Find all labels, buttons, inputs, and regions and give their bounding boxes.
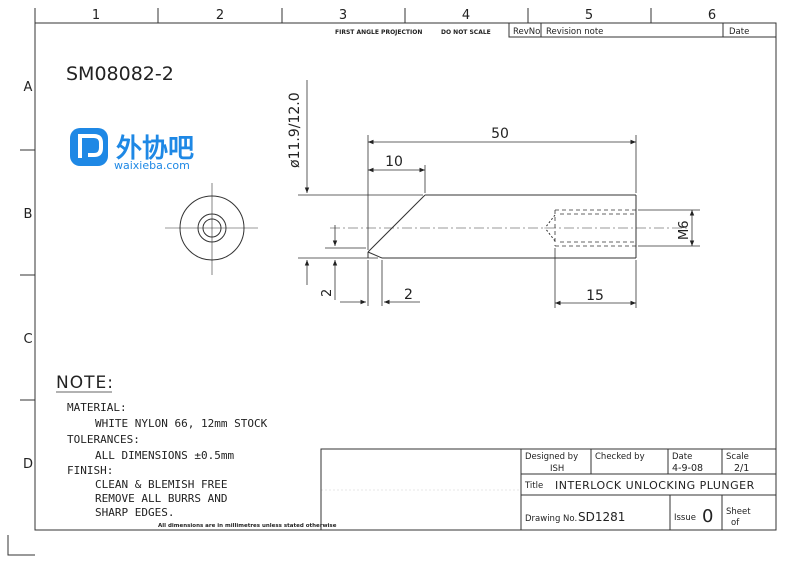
revision-table — [508, 22, 777, 38]
designed-by-value: ISH — [550, 464, 564, 474]
units-footnote: All dimensions are in millimetres unless… — [158, 523, 337, 529]
dim-tip-offset: 2 — [320, 289, 335, 297]
date-label: Date — [672, 452, 692, 462]
column-label: 5 — [585, 8, 593, 23]
row-label: B — [24, 207, 33, 222]
column-label: 1 — [92, 8, 100, 23]
row-label: D — [23, 457, 33, 472]
column-labels: 1 2 3 4 5 6 — [92, 8, 716, 23]
row-label: A — [24, 80, 33, 95]
scale-value: 2/1 — [734, 463, 749, 474]
drawing-frame — [7, 8, 777, 556]
rev-no-header: RevNo — [513, 27, 540, 37]
side-view — [330, 194, 690, 259]
watermark-brand: 外协吧 — [116, 134, 194, 164]
title-block — [320, 448, 777, 531]
note-line: TOLERANCES: — [67, 433, 140, 446]
designed-by-label: Designed by — [525, 452, 578, 462]
sheet-label: Sheet — [726, 507, 751, 517]
revision-date-header: Date — [729, 27, 749, 37]
do-not-scale-note: DO NOT SCALE — [441, 29, 491, 36]
note-line: CLEAN & BLEMISH FREE — [95, 478, 227, 491]
note-line: REMOVE ALL BURRS AND — [95, 492, 227, 505]
row-label: C — [23, 332, 32, 347]
part-number: SM08082-2 — [66, 63, 174, 85]
dim-thread-size: M6 — [677, 221, 692, 241]
column-label: 3 — [339, 8, 347, 23]
date-value: 4-9-08 — [672, 463, 703, 474]
issue-value: 0 — [702, 506, 713, 527]
drawing-title: INTERLOCK UNLOCKING PLUNGER — [555, 479, 755, 492]
revision-note-header: Revision note — [546, 27, 603, 37]
watermark-url: waixieba.com — [114, 159, 190, 172]
dim-overall-length: 50 — [491, 126, 509, 142]
note-line: WHITE NYLON 66, 12mm STOCK — [95, 417, 268, 430]
end-view — [165, 183, 258, 275]
watermark-logo: 外协吧 waixieba.com — [70, 128, 194, 172]
column-label: 2 — [216, 8, 224, 23]
notes-heading: NOTE: — [56, 373, 114, 393]
notes-list: MATERIAL: WHITE NYLON 66, 12mm STOCK TOL… — [67, 401, 268, 519]
note-line: MATERIAL: — [67, 401, 127, 414]
checked-by-label: Checked by — [595, 452, 645, 462]
projection-note: FIRST ANGLE PROJECTION — [335, 29, 422, 36]
dim-thread-depth: 15 — [586, 288, 604, 304]
title-label: Title — [524, 481, 543, 491]
drawing-no-value: SD1281 — [578, 510, 625, 524]
column-label: 6 — [708, 8, 716, 23]
row-labels: A B C D — [23, 80, 33, 472]
drawing-no-label: Drawing No. — [525, 514, 577, 524]
dim-diameter: ø11.9/12.0 — [287, 92, 303, 168]
sheet-of-label: of — [731, 518, 740, 528]
scale-label: Scale — [726, 452, 749, 462]
issue-label: Issue — [674, 513, 696, 523]
note-line: ALL DIMENSIONS ±0.5mm — [95, 449, 234, 462]
dim-tip-length: 10 — [385, 154, 403, 170]
column-label: 4 — [462, 8, 470, 23]
note-line: SHARP EDGES. — [95, 506, 174, 519]
note-line: FINISH: — [67, 464, 113, 477]
dim-tip-flat: 2 — [404, 287, 413, 303]
dimension-lines — [298, 80, 700, 308]
